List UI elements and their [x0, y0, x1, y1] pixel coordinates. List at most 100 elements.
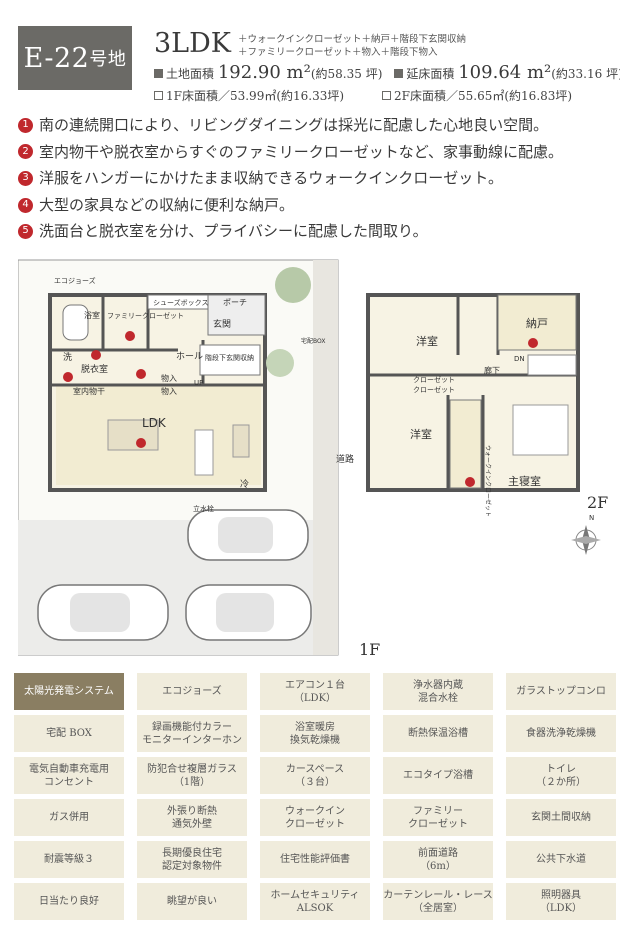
total-floor-tsubo: (約33.16 坪) — [551, 67, 620, 81]
laundry-label: 室内物干 — [73, 386, 105, 396]
corridor-label: 廊下 — [484, 365, 500, 375]
equipment-cell: 耐震等級３ — [14, 841, 124, 878]
equipment-cell: ファミリークローゼット — [383, 799, 493, 836]
equipment-cell: 録画機能付カラーモニターインターホン — [137, 715, 247, 752]
equipment-cell: 食器洗浄乾燥機 — [506, 715, 616, 752]
f1-area-value: ／53.99㎡(約16.33坪) — [217, 89, 345, 103]
equipment-cell: ウォークインクローゼット — [260, 799, 370, 836]
feature-number: 2 — [18, 144, 33, 160]
feature-item: 5 洗面台と脱衣室を分け、プライバシーに配慮した間取り。 — [18, 218, 563, 245]
room-label: 洋室 — [410, 427, 432, 441]
hall-label: ホール — [176, 351, 203, 362]
open-square-icon — [154, 91, 163, 100]
closet-label: クローゼット — [413, 385, 455, 394]
kitchen-icon — [194, 429, 214, 476]
feature-item: 3 洋服をハンガーにかけたまま収納できるウォークインクローゼット。 — [18, 165, 563, 192]
wic-area — [449, 399, 482, 489]
dressing-label: 脱衣室 — [81, 363, 108, 375]
shoes-box-label: シューズボックス — [153, 298, 208, 307]
equipment-cell: ガス併用 — [14, 799, 124, 836]
equipment-cell: 玄関土間収納 — [506, 799, 616, 836]
fridge-label: 冷 — [240, 478, 249, 490]
equipment-cell: エコタイプ浴槽 — [383, 757, 493, 794]
feature-number: 3 — [18, 170, 33, 186]
feature-text: 洋服をハンガーにかけたまま収納できるウォークインクローゼット。 — [39, 169, 503, 188]
compass-icon — [571, 525, 601, 555]
entrance-label: 玄関 — [213, 318, 231, 330]
equipment-cell: 防犯合せ複層ガラス（1階） — [137, 757, 247, 794]
equipment-cell: 宅配 BOX — [14, 715, 124, 752]
filled-square-icon — [394, 69, 404, 78]
under-stairs-label: 階段下玄関収納 — [205, 353, 254, 362]
car-icon — [185, 584, 312, 641]
lot-suffix: 号地 — [89, 49, 127, 70]
equipment-cell: 電気自動車充電用コンセント — [14, 757, 124, 794]
equipment-cell: 眺望が良い — [137, 883, 247, 920]
land-area-value: 192.90 m² — [217, 62, 311, 83]
layout-type: 3LDK — [154, 28, 231, 59]
porch-label: ポーチ — [223, 298, 247, 307]
car-icon — [37, 584, 169, 641]
feature-number: 5 — [18, 224, 33, 240]
equipment-cell: 長期優良住宅認定対象物件 — [137, 841, 247, 878]
equipment-cell: エコジョーズ — [137, 673, 247, 710]
extras-line: ＋ファミリークローゼット＋物入＋階段下物入 — [238, 47, 438, 58]
f2-area-label: 2F床面積 — [394, 89, 447, 103]
land-area-label: 土地面積 — [166, 67, 215, 81]
f1-area-label: 1F床面積 — [166, 89, 218, 103]
extras: ＋ウォークインクローゼット＋納戸＋階段下玄関収納 ＋ファミリークローゼット＋物入… — [238, 33, 466, 59]
tree-icon — [266, 349, 294, 377]
dn-label: DN — [514, 355, 525, 363]
equipment-grid: 太陽光発電システムエコジョーズエアコン１台（LDK）浄水器内蔵混合水栓ガラストッ… — [14, 673, 616, 920]
bathtub-icon — [62, 304, 89, 341]
feature-text: 大型の家具などの収納に便利な納戸。 — [39, 195, 295, 214]
equipment-cell: エアコン１台（LDK） — [260, 673, 370, 710]
car-icon — [187, 509, 309, 561]
equipment-cell: 浴室暖房換気乾燥機 — [260, 715, 370, 752]
equipment-cell: 太陽光発電システム — [14, 673, 124, 710]
family-closet-label: ファミリークローゼット — [107, 311, 184, 320]
equipment-cell: 前面道路（6m） — [383, 841, 493, 878]
lot-number: E-22 — [23, 42, 90, 74]
equipment-cell: トイレ（２か所） — [506, 757, 616, 794]
table-icon — [232, 424, 250, 458]
master-label: 主寝室 — [508, 474, 541, 488]
storage-label: 物入 — [161, 373, 177, 383]
closet-label: クローゼット — [413, 375, 455, 384]
equipment-cell: 照明器具（LDK） — [506, 883, 616, 920]
total-floor-value: 109.64 m² — [458, 62, 552, 83]
floor-2-label: 2F — [587, 493, 609, 512]
equipment-cell: 住宅性能評価書 — [260, 841, 370, 878]
road-label: 道路 — [336, 453, 354, 465]
wash-label: 洗 — [63, 351, 72, 363]
takuhai-label: 宅配BOX — [301, 337, 325, 345]
feature-number: 4 — [18, 197, 33, 213]
equipment-cell: カーテンレール・レース（全居室） — [383, 883, 493, 920]
wic-label: ウォークインクローゼット — [484, 445, 492, 517]
land-area-tsubo: (約58.35 坪) — [310, 67, 383, 81]
feature-text: 洗面台と脱衣室を分け、プライバシーに配慮した間取り。 — [39, 222, 428, 241]
nando-label: 納戸 — [526, 317, 548, 330]
up-label: UP — [194, 379, 203, 387]
equipment-cell: 断熱保温浴槽 — [383, 715, 493, 752]
feature-number: 1 — [18, 117, 33, 133]
room-label: 洋室 — [416, 334, 438, 348]
north-label: N — [589, 514, 594, 522]
floor-1-label: 1F — [359, 640, 381, 659]
ldk-label: LDK — [142, 416, 167, 430]
equipment-cell: 日当たり良好 — [14, 883, 124, 920]
tree-icon — [275, 267, 311, 303]
ecojozu-label: エコジョーズ — [54, 276, 96, 285]
equipment-cell: 外張り断熱通気外壁 — [137, 799, 247, 836]
equipment-cell: ガラストップコンロ — [506, 673, 616, 710]
bed-icon — [512, 404, 569, 456]
equipment-cell: カースペース（３台） — [260, 757, 370, 794]
bath-label: 浴室 — [84, 310, 100, 320]
equipment-cell: 公共下水道 — [506, 841, 616, 878]
f2-area-value: ／55.65㎡(約16.83坪) — [446, 89, 573, 103]
